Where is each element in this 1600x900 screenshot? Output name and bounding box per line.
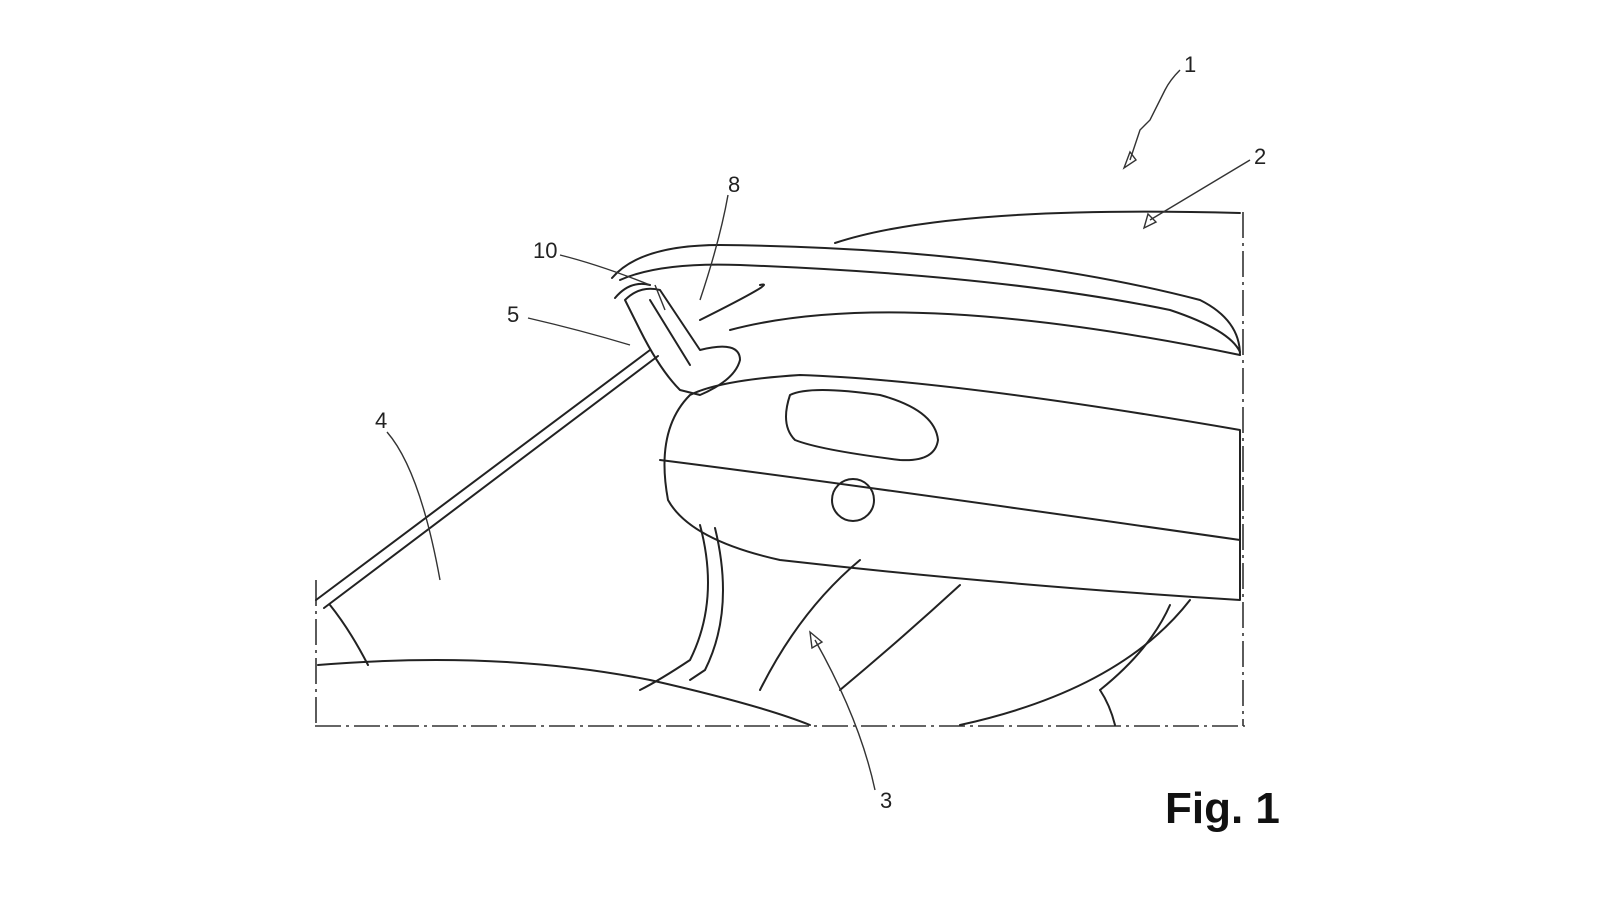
ref-4: 4 xyxy=(375,408,387,433)
lower-body xyxy=(317,524,1191,726)
leader-lines xyxy=(386,69,1251,791)
headrest-housing xyxy=(659,374,1241,601)
ref-5: 5 xyxy=(507,302,519,327)
frame-borders xyxy=(315,212,1245,727)
ref-8: 8 xyxy=(728,172,740,197)
rear-body xyxy=(611,210,1241,356)
ref-3: 3 xyxy=(880,788,892,813)
pillar-assembly xyxy=(614,282,741,396)
ref-10: 10 xyxy=(533,238,557,263)
ref-2: 2 xyxy=(1254,144,1266,169)
ref-1: 1 xyxy=(1184,52,1196,77)
windscreen-outline xyxy=(315,349,659,666)
figure-caption: Fig. 1 xyxy=(1165,784,1280,833)
